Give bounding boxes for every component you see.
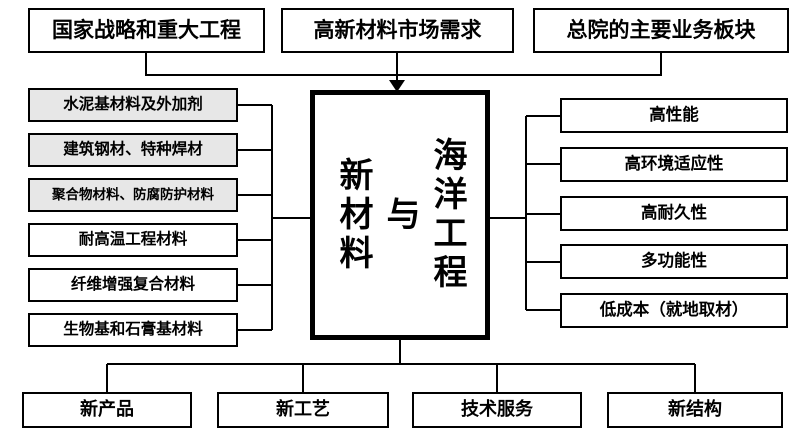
arrowhead-icon [389, 80, 405, 92]
node-material-biobased-gypsum: 生物基和石膏基材料 [28, 313, 238, 347]
node-material-high-temperature: 耐高温工程材料 [28, 223, 238, 257]
node-new-processes: 新工艺 [217, 392, 389, 428]
node-material-polymer-anticorrosion: 聚合物材料、防腐防护材料 [28, 178, 238, 212]
node-technical-services: 技术服务 [412, 392, 582, 428]
node-property-multifunctionality: 多功能性 [560, 244, 788, 279]
node-label: 低成本（就地取材） [599, 301, 749, 320]
center-text-middle: 与 [381, 195, 419, 235]
node-new-structures: 新结构 [607, 392, 783, 428]
node-label: 高新材料市场需求 [313, 18, 482, 42]
node-label: 水泥基材料及外加剂 [63, 96, 203, 114]
node-label: 多功能性 [641, 252, 707, 271]
left-stub-lines [238, 104, 272, 331]
node-label: 新工艺 [276, 399, 330, 420]
node-label: 高性能 [649, 106, 699, 125]
node-label: 耐高温工程材料 [78, 231, 188, 249]
node-property-low-cost: 低成本（就地取材） [560, 293, 788, 328]
node-label: 总院的主要业务板块 [566, 18, 756, 42]
node-label: 高环境适应性 [624, 155, 724, 174]
node-label: 建筑钢材、特种焊材 [63, 141, 203, 159]
node-label: 聚合物材料、防腐防护材料 [52, 186, 214, 202]
node-center-marine-engineering-new-materials: 海洋工程 与 新材料 [310, 90, 490, 340]
node-national-strategy: 国家战略和重大工程 [28, 8, 265, 53]
right-stub-lines [526, 115, 560, 311]
node-property-environment-adaptability: 高环境适应性 [560, 147, 788, 182]
node-property-durability: 高耐久性 [560, 196, 788, 231]
node-label: 生物基和石膏基材料 [63, 321, 203, 339]
node-label: 高耐久性 [641, 204, 707, 223]
node-label: 新结构 [668, 399, 722, 420]
node-new-products: 新产品 [22, 392, 192, 428]
node-property-high-performance: 高性能 [560, 98, 788, 133]
node-label: 国家战略和重大工程 [52, 18, 241, 42]
node-material-fiber-composite: 纤维增强复合材料 [28, 268, 238, 302]
node-label: 技术服务 [461, 399, 533, 420]
node-business-sectors: 总院的主要业务板块 [533, 8, 789, 53]
bottom-drop-lines [106, 364, 696, 392]
node-label: 新产品 [80, 399, 134, 420]
node-market-demand: 高新材料市场需求 [281, 8, 514, 53]
node-material-steel-welding: 建筑钢材、特种焊材 [28, 133, 238, 167]
top-bus-line [145, 53, 662, 76]
center-text-right: 海洋工程 [428, 137, 466, 293]
center-text-left: 新材料 [334, 156, 372, 274]
node-material-cement: 水泥基材料及外加剂 [28, 88, 238, 122]
node-label: 纤维增强复合材料 [70, 276, 195, 294]
